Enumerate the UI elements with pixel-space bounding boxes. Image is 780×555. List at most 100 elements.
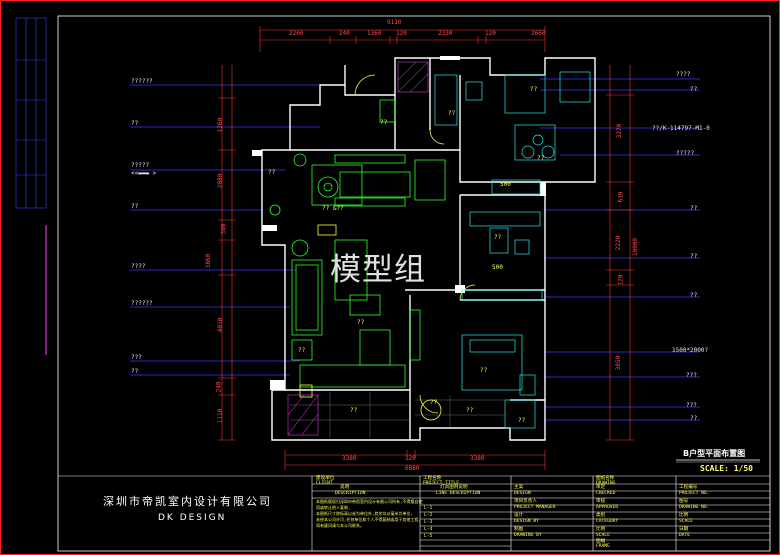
tb-client-cn: 建设单位 [316, 476, 335, 481]
left-dim-5: 4010 [217, 317, 225, 333]
tb-approved-en: APPROVED [596, 505, 619, 510]
tb-scale2-cn: 比例 [679, 513, 689, 518]
right-label-11: ?? [690, 415, 698, 422]
left-dim-7: 1110 [217, 408, 225, 424]
tb-scale2-en: SCALE [679, 519, 693, 524]
room-label-3: ?? [530, 86, 538, 93]
tb-date-cn: 日期 [679, 527, 689, 532]
bottom-overall-dim: 6880 [405, 465, 420, 472]
top-dim-7: 2660 [531, 30, 546, 37]
company-name-en: DK DESIGN [158, 513, 227, 523]
tb-drawing-en: DRAWING BY [514, 533, 542, 538]
tb-note-3: 本图纸尺寸除标高以米为单位外,其余均以毫米为单位, [316, 511, 413, 516]
left-label-5: ?? [131, 203, 139, 210]
small-dim-1: 500 [492, 264, 503, 271]
tb-projno-en: PROJECT NO. [679, 491, 710, 496]
right-label-6: ?? [690, 253, 698, 260]
right-label-5: ?? [690, 205, 698, 212]
left-dim-2: 2080 [217, 173, 225, 189]
bottom-dim-2: 120 [405, 455, 416, 462]
tb-dwgno-cn: 图号 [679, 499, 689, 504]
tb-legend-en: LINE DESCRIPTION [436, 491, 481, 496]
top-dim-1: 2260 [289, 30, 304, 37]
tb-design-cn: 主案 [514, 485, 524, 490]
left-label-9: ?? [131, 368, 139, 375]
room-label-12: ?? [466, 407, 474, 414]
room-label-11: ?? [480, 367, 488, 374]
top-dim-4: 120 [396, 30, 407, 37]
left-label-7: ?????? [131, 300, 153, 307]
tb-checked-en: CHECKED [596, 491, 616, 496]
tb-note-2: 用或转让他人复制, [316, 505, 351, 510]
left-dim-4: 3860 [205, 253, 213, 269]
tb-date-en: DATE [679, 533, 691, 538]
left-label-4: <<▬▬▬ > [131, 170, 157, 177]
right-label-4: ????? [676, 150, 695, 157]
left-label-2: ?? [131, 120, 139, 127]
tb-note-1: 本图纸版权归深圳市帝凯室内设计有限公司所有,不得擅自使 [316, 499, 423, 504]
room-label-10: ?? [350, 407, 358, 414]
right-dim-1: 3270 [616, 123, 624, 139]
room-label-7: ?? [494, 234, 502, 241]
tb-pm-en: PROJECT MANAGER [514, 505, 556, 510]
room-label-9: ?? [298, 347, 306, 354]
room-label-14: ?? [518, 417, 526, 424]
left-dim-6: 240 [215, 381, 223, 393]
left-label-3: ????? [131, 162, 150, 169]
room-label-6: ?? [268, 169, 276, 176]
drawing-scale: SCALE: 1/50 [700, 464, 753, 473]
tb-pm-cn: 项目负责人 [514, 499, 537, 504]
tb-projno-cn: 工程编号 [679, 485, 698, 490]
tb-legend-l3: L-3 [424, 520, 433, 525]
right-dim-6: 3850 [615, 355, 623, 371]
right-dim-2: 610 [617, 191, 625, 203]
left-label-6: ???? [131, 263, 146, 270]
tb-designby-cn: 设计 [514, 513, 524, 518]
drawing-title: B户型平面布置图 [683, 449, 746, 458]
right-label-3: ??/K-114797-M1-0 [652, 125, 710, 132]
top-dim-6: 120 [485, 30, 496, 37]
tb-scale-cn: 比例 [596, 527, 606, 532]
room-label-5: ?? [537, 155, 545, 162]
right-label-7: ?? [690, 292, 698, 299]
tb-legend-l2: L-2 [424, 513, 433, 518]
tb-desc-en: DESCRIPTION [335, 491, 366, 496]
tb-checked-cn: 审定 [596, 485, 606, 490]
tb-legend-l4: L-4 [424, 527, 433, 532]
tb-note-4: 未经本公司许可,任何单位和个人不得复制或用于其他工程, [316, 517, 421, 522]
room-label-13: ?? [430, 399, 438, 406]
tb-approved-cn: 审核 [596, 499, 606, 504]
left-label-1: ?????? [131, 78, 153, 85]
tb-project-cn: 工程名称 [423, 476, 442, 481]
tb-dwgname-cn: 图纸名称 [596, 476, 615, 481]
tb-design-en: DESIGN [514, 491, 531, 496]
top-dim-2: 240 [339, 30, 350, 37]
tb-frame-cn: 图幅 [596, 539, 606, 544]
room-label-4: ?? &?? [322, 205, 344, 212]
bottom-dim-3: 3380 [470, 455, 485, 462]
company-name: 深圳市帝凯室内设计有限公司 [103, 495, 272, 508]
tb-client-en: CLIENT [316, 481, 333, 486]
left-label-8: ??? [131, 354, 142, 361]
tb-scale-en: SCALE [596, 533, 610, 538]
right-label-2: ?? [690, 86, 698, 93]
top-dim-5: 2330 [438, 30, 453, 37]
right-dim-4: 2220 [615, 235, 623, 251]
tb-designby-en: DESIGN BY [514, 519, 539, 524]
left-dim-3: 300 [220, 223, 228, 235]
right-label-8: 1500*2000? [672, 347, 709, 354]
right-label-10: ??? [686, 402, 697, 409]
tb-category-cn: 类别 [596, 513, 606, 518]
room-label-2: ?? [448, 110, 456, 117]
tb-drawing-cn: 制图 [514, 527, 524, 532]
right-label-9: ??? [686, 372, 697, 379]
right-label-1: ???? [676, 71, 691, 78]
tb-legend-l5: L-5 [424, 534, 433, 539]
room-label-8: ?? [357, 319, 365, 326]
bottom-dim-1: 3380 [342, 455, 357, 462]
right-dim-3: 10000 [632, 237, 640, 257]
tb-dwgname-en: DRAWING [596, 481, 616, 486]
tb-desc-cn: 说明 [340, 485, 350, 490]
overall-width-dim: 9110 [387, 19, 402, 26]
